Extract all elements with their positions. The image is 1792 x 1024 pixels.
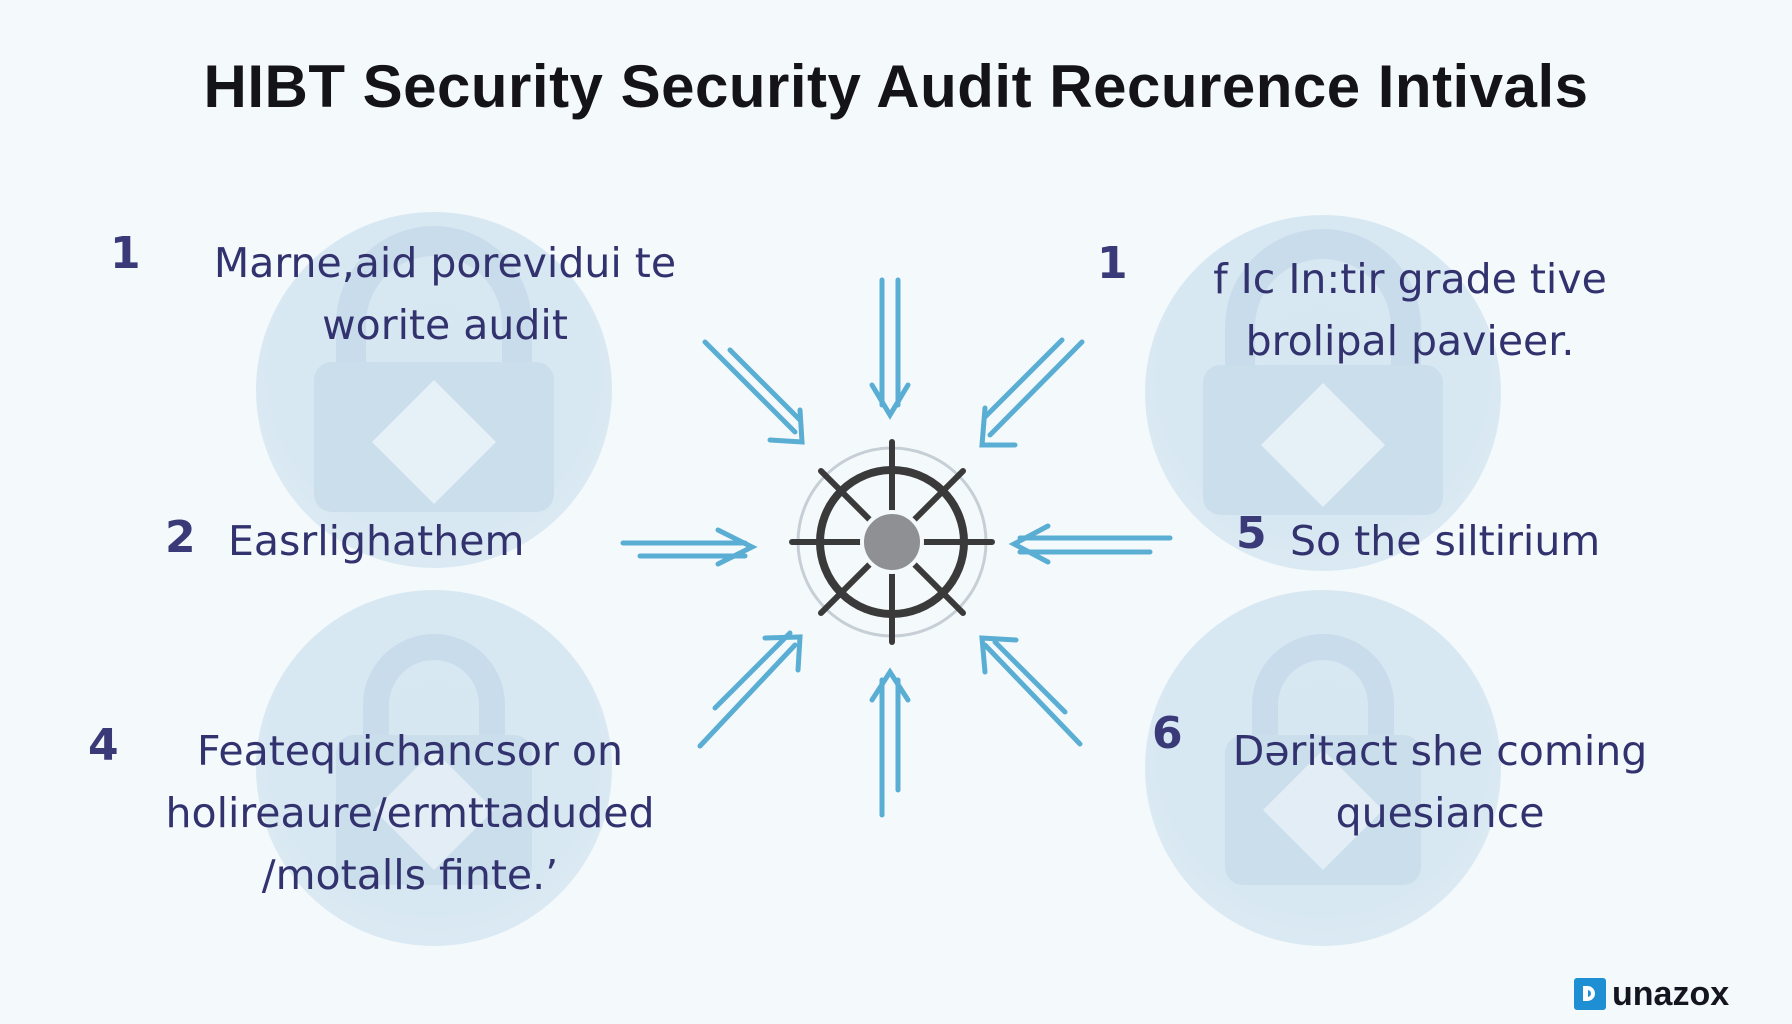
item-number-middle-left: 2 [165,512,196,563]
item-label-line: Featequichancsor on [197,727,623,775]
bg-circle-top-right [1145,215,1501,571]
item-number-middle-right: 5 [1236,508,1267,559]
diagram-title: HIBT Security Security Audit Recurence I… [203,53,1589,120]
brand-logo-icon [1574,978,1606,1010]
item-number-bottom-right: 6 [1152,708,1183,759]
item-label-bottom-right: Dəritact she coming quesiance [1200,720,1680,844]
item-number-top-left: 1 [110,228,141,279]
arrow-top [869,277,911,420]
bg-circle-bottom-left [256,590,612,946]
padlock-icon [336,634,532,885]
padlock-icon [1203,229,1443,515]
arrow-left [620,527,758,567]
item-label-line: holireaure/ermttaduded [165,789,655,837]
brand-logo-text: unazox [1612,974,1730,1013]
padlock-icon [1225,634,1421,885]
item-label-line: Marne,aid porevidui te [213,239,677,287]
bg-circle-bottom-right [1145,590,1501,946]
item-label-bottom-left: Featequichancsor on holireaure/ermttadud… [110,720,710,906]
item-number-top-right: 1 [1097,238,1128,289]
item-label-line: Easrlighathem [228,517,525,565]
item-label-line: f Ic In:tir grade tive [1213,255,1607,303]
arrow-top-left [702,339,805,445]
item-label-line: So the siltirium [1290,517,1601,565]
item-label-middle-right: So the siltirium [1290,510,1600,572]
item-label-line: worite audit [322,301,568,349]
arrow-top-right [979,337,1085,448]
item-label-top-right: f Ic In:tir grade tive brolipal pavieer. [1145,248,1675,372]
bg-circle-top-left [256,212,612,568]
ship-wheel-icon [789,439,995,645]
arrow-right [1008,523,1173,565]
item-number-bottom-left: 4 [88,720,119,771]
item-label-line: Dəritact she coming [1232,727,1648,775]
arrow-bottom-right [979,635,1083,747]
item-label-line: /motalls finte.’ [261,851,559,899]
item-label-top-left: Marne,aid porevidui te worite audit [160,232,730,356]
item-label-line: quesiance [1335,789,1545,837]
arrow-bottom-left [697,630,803,749]
brand-logo: unazox [1574,974,1729,1014]
arrow-bottom [869,667,911,818]
padlock-icon [314,226,554,512]
item-label-line: brolipal pavieer. [1245,317,1575,365]
item-label-middle-left: Easrlighathem [228,510,524,572]
